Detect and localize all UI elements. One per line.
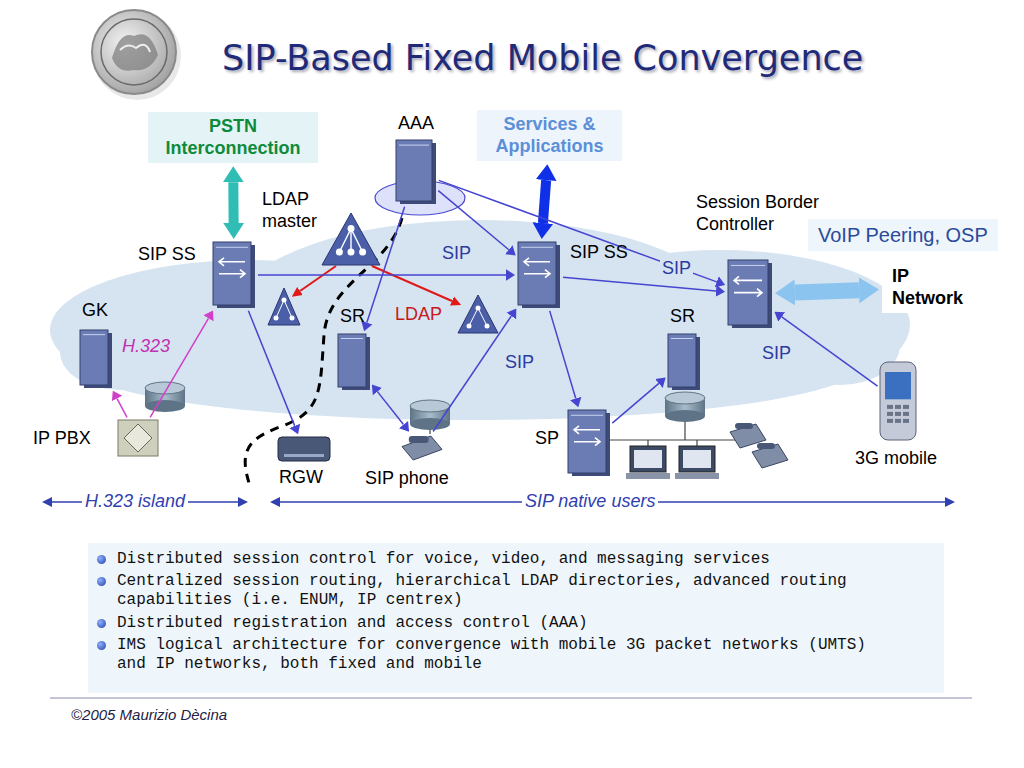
device-icon	[518, 242, 560, 308]
device-icon	[668, 334, 700, 390]
label-box: VoIP Peering, OSP	[808, 219, 998, 251]
university-logo	[92, 10, 181, 100]
label-box: PSTN Interconnection	[148, 112, 318, 163]
node-label: SIP SS	[570, 242, 628, 264]
bullet-text: IMS logical architecture for convergence…	[117, 636, 882, 674]
bullet-item: Centralized session routing, hierarchica…	[95, 572, 935, 610]
node-label: SIP phone	[362, 468, 452, 490]
device-icon	[880, 362, 916, 440]
ldap-arrow	[300, 266, 336, 291]
connector	[563, 277, 716, 291]
device-icon	[396, 140, 436, 204]
bullet-item: Distributed session control for voice, v…	[95, 550, 935, 569]
label-box: Services & Applications	[477, 110, 622, 161]
node-label: SP	[532, 428, 562, 450]
network-element: SIP phone	[400, 434, 444, 462]
node-label: IP PBX	[30, 428, 94, 450]
bullet-text: Centralized session routing, hierarchica…	[117, 572, 882, 610]
connector	[433, 316, 511, 432]
network-element: SIP SS	[518, 242, 560, 308]
node-label: AAA	[398, 113, 434, 135]
device-icon	[568, 410, 610, 476]
ip-cloud	[50, 220, 910, 420]
connector-label: SIP	[760, 343, 793, 365]
diagram-label: ©2005 Maurizio Dècina	[68, 706, 230, 724]
connector	[439, 180, 717, 282]
network-element: SR	[338, 334, 370, 390]
device-icon	[213, 242, 255, 308]
device-icon	[322, 213, 380, 265]
bullet-text: Distributed session control for voice, v…	[117, 550, 882, 569]
diagram-label: H.323 island	[82, 491, 188, 513]
bullet-dot	[97, 641, 106, 650]
network-element: SR	[668, 334, 700, 390]
ldap-slave	[268, 288, 300, 325]
node-label: SR	[340, 306, 365, 328]
bullet-item: IMS logical architecture for convergence…	[95, 636, 935, 674]
node-label: RGW	[276, 467, 326, 489]
connector	[543, 180, 546, 223]
connector-label: SIP	[440, 243, 473, 265]
network-element: IP PBX	[118, 420, 158, 456]
connector	[150, 318, 208, 417]
bullet-list: Distributed session control for voice, v…	[95, 550, 935, 677]
bullet-dot	[97, 577, 106, 586]
connector	[228, 182, 238, 223]
device-icon	[80, 330, 112, 388]
node-label: SIP SS	[138, 244, 196, 266]
network-element: SIP SS	[213, 242, 255, 308]
pc	[675, 446, 719, 479]
connector	[612, 383, 659, 423]
ldap-slave	[458, 295, 498, 333]
bullet-text: Distributed registration and access cont…	[117, 614, 882, 633]
router	[665, 392, 705, 422]
device-icon	[118, 420, 158, 456]
node-label: Services & Applications	[487, 114, 612, 157]
network-element: RGW	[278, 437, 330, 461]
device-icon	[278, 437, 330, 461]
connector	[782, 317, 878, 386]
bullet-item: Distributed registration and access cont…	[95, 614, 935, 633]
label-box: IP Network	[882, 262, 992, 313]
island-boundary	[245, 218, 402, 486]
footer-rule	[50, 698, 972, 699]
diagram-label: LDAP	[392, 304, 445, 326]
node-label: IP Network	[892, 266, 982, 309]
network-element: LDAP master	[322, 213, 380, 265]
device-icon	[338, 334, 370, 390]
ip-phone	[752, 443, 788, 468]
pc	[626, 446, 670, 479]
node-label: LDAP master	[262, 189, 322, 232]
connector	[377, 392, 403, 425]
connector	[248, 311, 294, 426]
diagram-label: SIP native users	[522, 491, 658, 513]
network-element: GK	[80, 330, 112, 388]
network-element: SP	[568, 410, 610, 476]
network-element: AAA	[396, 140, 436, 204]
node-label: VoIP Peering, OSP	[818, 223, 988, 247]
connector	[438, 191, 509, 250]
bullet-dot	[97, 619, 106, 628]
network-element: 3G mobile	[880, 362, 916, 440]
node-label: GK	[82, 300, 108, 322]
bullet-panel	[88, 543, 944, 693]
bullet-dot	[97, 555, 106, 564]
connector	[117, 399, 127, 418]
device-icon	[728, 260, 772, 328]
network-element: Session Border Controller	[728, 260, 772, 328]
connector	[550, 311, 576, 399]
connector-label: H.323	[120, 336, 172, 358]
connector-label: SIP	[503, 352, 536, 374]
node-label: PSTN Interconnection	[158, 116, 308, 159]
router	[145, 382, 185, 412]
device-icon	[400, 434, 444, 462]
connector	[795, 290, 859, 292]
connector-label: SIP	[660, 258, 693, 280]
node-label: 3G mobile	[852, 448, 940, 470]
slide-title: SIP-Based Fixed Mobile Convergence	[222, 38, 863, 78]
node-label: SR	[670, 306, 695, 328]
